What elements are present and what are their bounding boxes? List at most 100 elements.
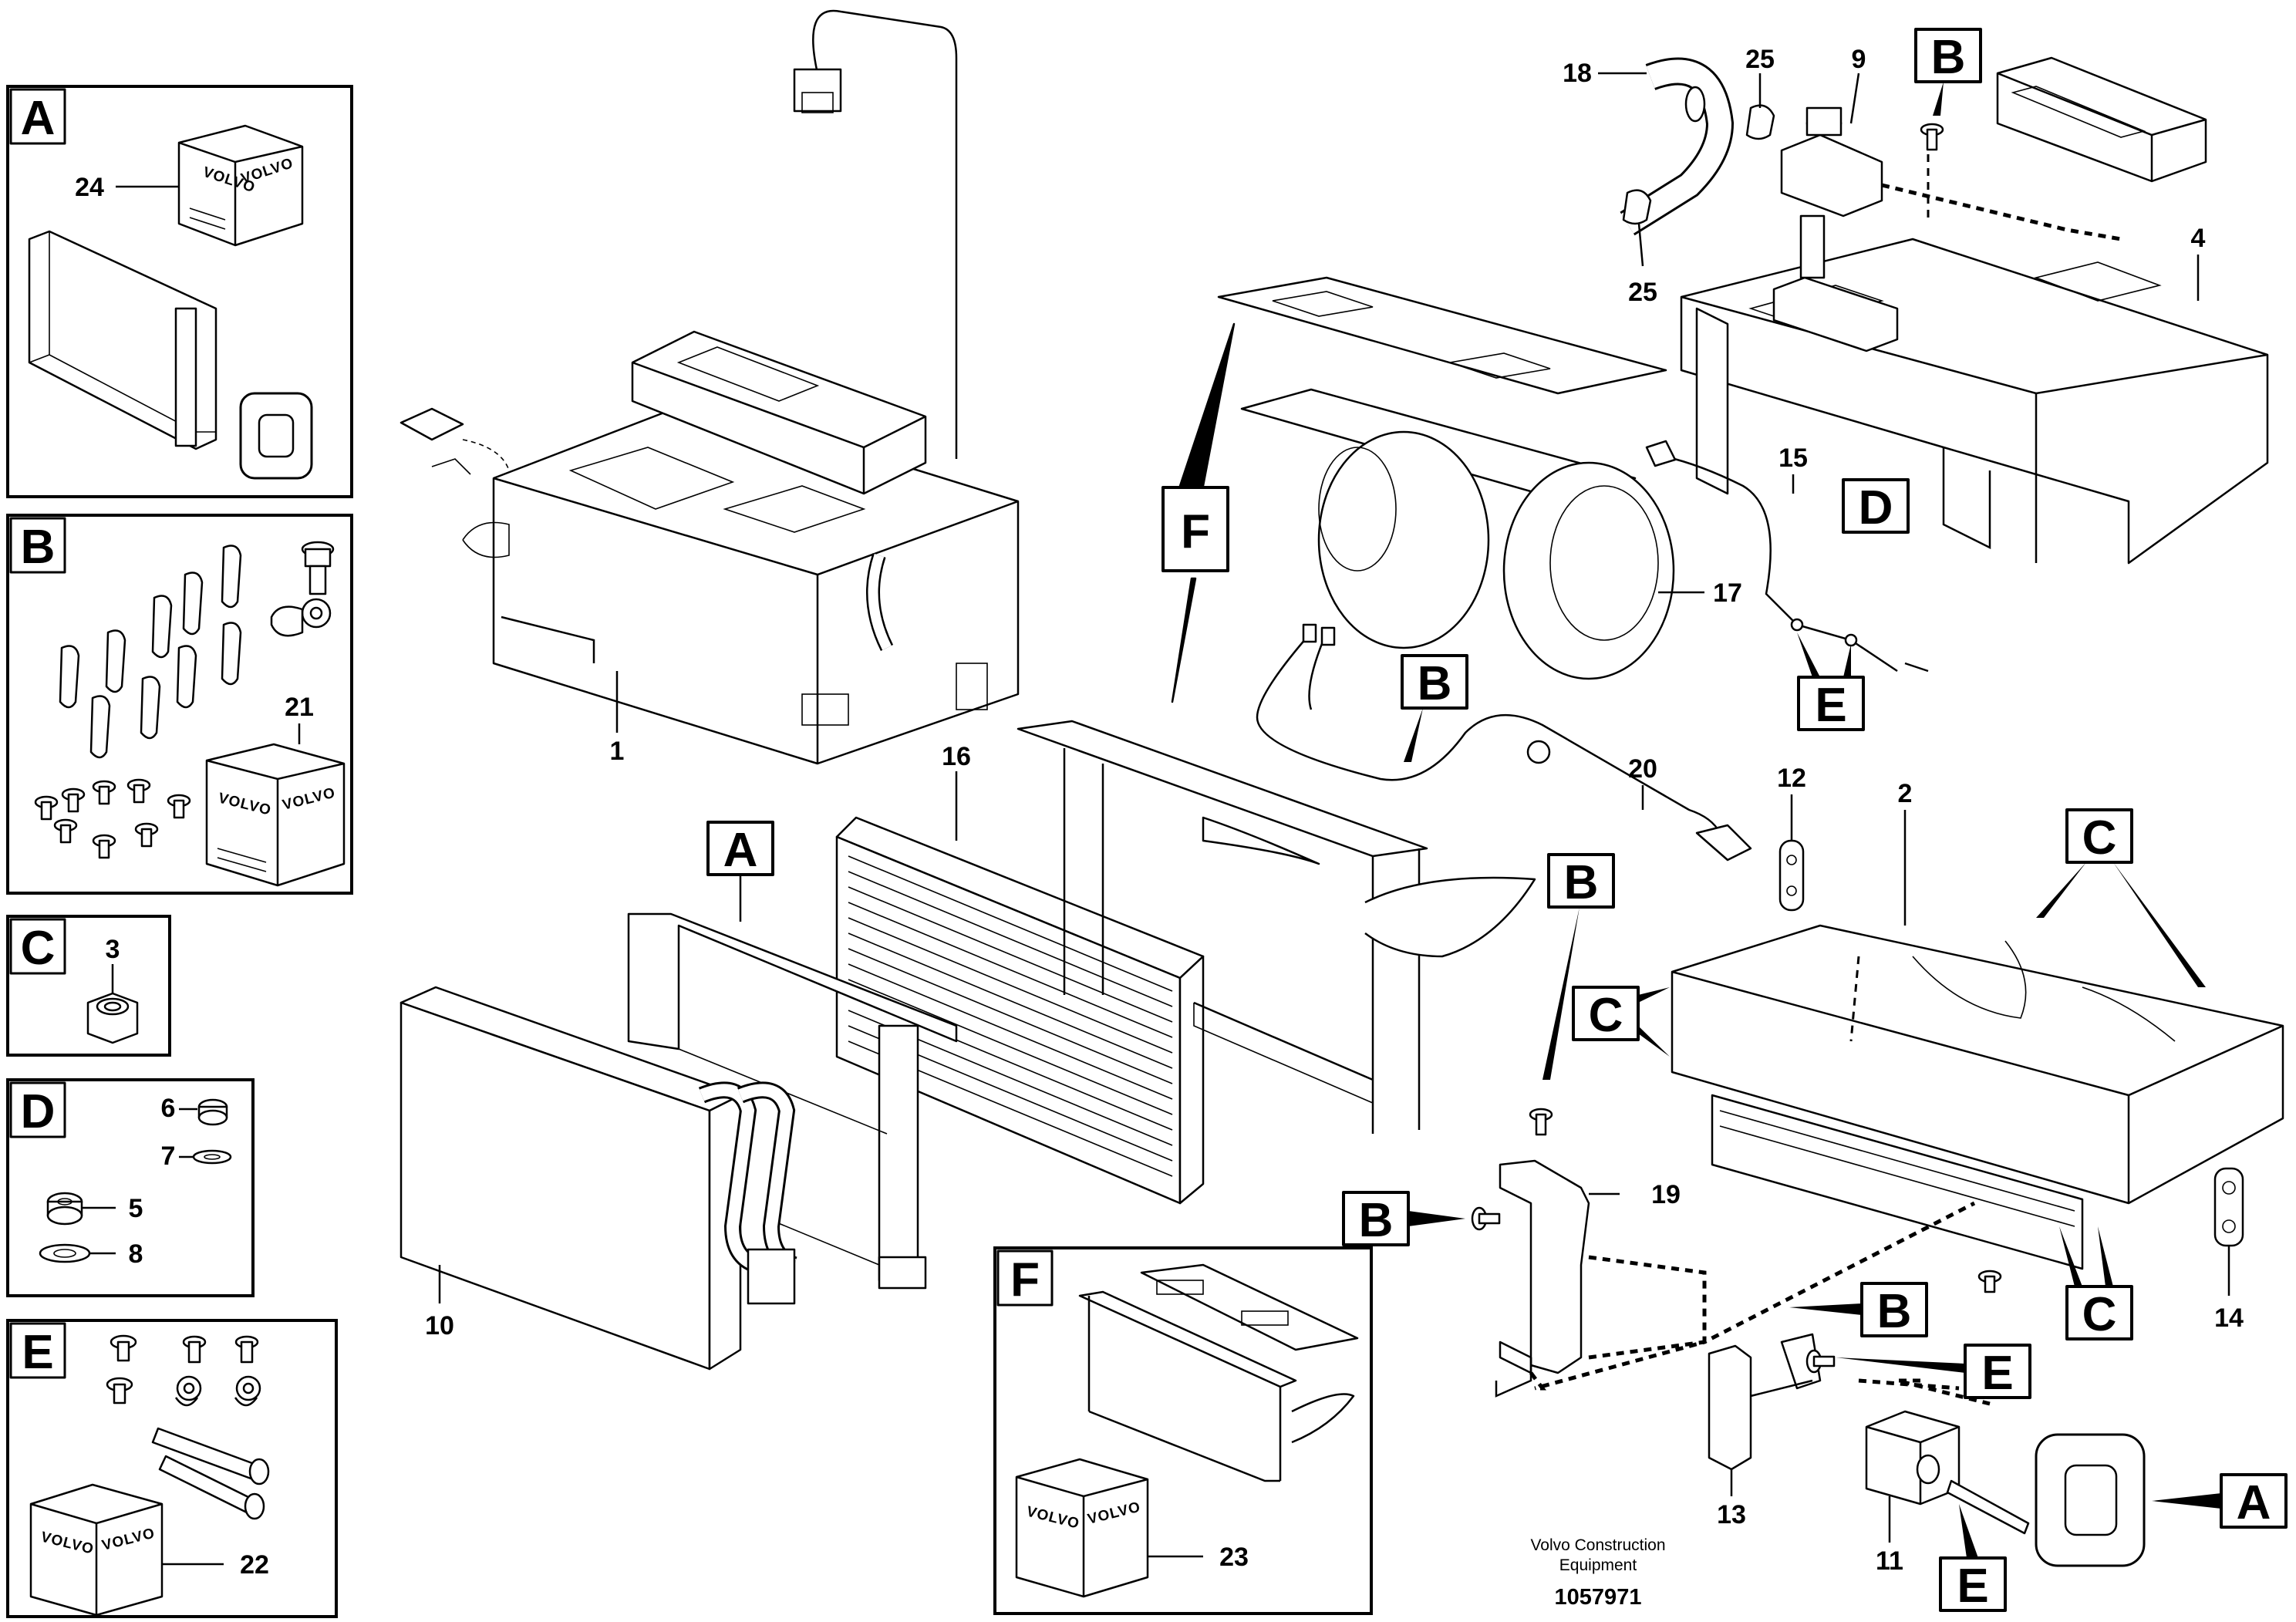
temperature-sensor-15-part: 15 xyxy=(1645,440,1929,673)
kit-f-letter: F xyxy=(1010,1253,1040,1307)
bracket-19-part: 19 xyxy=(1471,1108,1681,1398)
part-9-label: 9 xyxy=(1852,45,1866,74)
callout-e-sensor-letter: E xyxy=(1815,679,1846,732)
screw-icons xyxy=(106,1334,259,1404)
dashed-alignment-lines xyxy=(1529,154,2122,1406)
part-17-label: 17 xyxy=(1713,578,1742,608)
kit-c-item-number: 3 xyxy=(106,935,120,964)
callout-b-bracket: B xyxy=(1542,853,1615,1080)
lock-washer-icon xyxy=(39,1243,91,1263)
part-18-label: 18 xyxy=(1563,59,1592,88)
part-2-label: 2 xyxy=(1898,779,1913,808)
part-13-label: 13 xyxy=(1717,1500,1746,1529)
long-bolt-icons xyxy=(151,1427,270,1520)
screw-icon xyxy=(1977,1270,2002,1293)
callout-a-right-letter: A xyxy=(2237,1476,2271,1529)
heater-core-16-part: 16 xyxy=(835,742,1205,1205)
part-19-label: 19 xyxy=(1651,1180,1681,1209)
hex-nut-icon xyxy=(86,992,139,1044)
filter-holder-part xyxy=(1017,720,1536,1134)
kit-panel-f: F VOLVO VOLVO 23 xyxy=(993,1246,1373,1615)
callout-b-top-letter: B xyxy=(1931,31,1966,84)
p-clip-icons xyxy=(174,1375,261,1407)
filter-frame-icon xyxy=(28,230,217,450)
footer-drawing-number: 1057971 xyxy=(1555,1585,1642,1610)
callout-c-bottom-letter: C xyxy=(2082,1288,2117,1341)
callout-c-top-letter: C xyxy=(2082,811,2117,865)
kit-b-item-number: 21 xyxy=(285,693,314,722)
callout-a-letter: A xyxy=(723,824,758,877)
hex-nut-icon xyxy=(46,1192,83,1226)
callout-b-left-letter: B xyxy=(1359,1194,1394,1247)
callout-c-left: C xyxy=(1572,986,1670,1057)
callout-e-bracket-letter: E xyxy=(1981,1347,2013,1400)
kit-b-letter: B xyxy=(21,521,56,574)
kit-a-letter: A xyxy=(21,92,56,145)
part-20-label: 20 xyxy=(1628,754,1657,784)
kit-d-letter: D xyxy=(21,1085,56,1138)
seal-ring-icon xyxy=(239,392,313,480)
callout-b-cable-letter: B xyxy=(1418,657,1452,710)
callout-c-bottom: C xyxy=(2059,1226,2133,1341)
callout-b-left: B xyxy=(1342,1191,1465,1247)
kit-panel-a: A VOLVO VOLVO 24 xyxy=(6,85,353,498)
callout-e-bottom-letter: E xyxy=(1957,1560,1988,1613)
callout-f-letter: F xyxy=(1181,505,1210,558)
part-4-label: 4 xyxy=(2191,224,2206,253)
volvo-kit-box-icon: VOLVO VOLVO xyxy=(29,1483,164,1617)
callout-e-sensor: E xyxy=(1797,632,1865,732)
cable-harness-20-part: 20 xyxy=(1256,623,1752,862)
evaporator-10-part: 10 xyxy=(400,986,798,1371)
callout-a-main: A xyxy=(706,821,774,922)
volvo-kit-box-icon: VOLVO VOLVO xyxy=(1015,1458,1149,1598)
part-1-label: 1 xyxy=(610,737,625,766)
part-25-label-bottom: 25 xyxy=(1628,278,1657,307)
kit-d-item-7: 7 xyxy=(161,1141,176,1171)
control-module-part xyxy=(1996,56,2207,183)
callout-b-top: B xyxy=(1914,28,1982,151)
kit-c-letter: C xyxy=(21,922,56,975)
part-15-label: 15 xyxy=(1778,443,1808,473)
screw-icon xyxy=(1471,1206,1501,1231)
volvo-kit-box-icon: VOLVO VOLVO xyxy=(177,124,304,247)
kit-panel-e: E VOLVO VOLVO 22 xyxy=(6,1319,338,1618)
seal-ring-part xyxy=(2035,1433,2146,1567)
callout-f: F xyxy=(1161,322,1236,703)
part-10-label: 10 xyxy=(425,1311,454,1340)
screw-icon xyxy=(1529,1108,1553,1136)
kit-e-letter: E xyxy=(22,1326,53,1379)
callout-b-bottom: B xyxy=(1789,1270,2002,1338)
expansion-valve-11-part: 11 xyxy=(1865,1410,2030,1576)
callout-e-bracket: E xyxy=(1836,1344,2031,1400)
lower-housing-2-part: 2 xyxy=(1671,779,2284,1270)
part-14-label: 14 xyxy=(2214,1303,2244,1333)
small-screw-icons xyxy=(34,778,191,859)
kit-d-item-6: 6 xyxy=(161,1094,176,1123)
kit-f-item-number: 23 xyxy=(1219,1543,1249,1572)
callout-d-letter: D xyxy=(1859,481,1893,534)
hvac-unit-part: 1 xyxy=(400,9,1020,766)
cable-clip-icons xyxy=(59,545,242,759)
gasket-12-part: 12 xyxy=(1777,764,1806,912)
callout-b-bottom-letter: B xyxy=(1877,1285,1912,1338)
lock-washer-icon xyxy=(192,1149,232,1165)
bracket-13-part: 13 xyxy=(1708,1333,1836,1529)
kit-e-item-number: 22 xyxy=(240,1550,269,1580)
callout-a-right: A xyxy=(2152,1473,2288,1529)
callout-c-left-letter: C xyxy=(1589,989,1623,1042)
callout-e-bottom: E xyxy=(1939,1504,2007,1613)
cap-nut-icon xyxy=(197,1098,228,1126)
filter-frame-part xyxy=(627,912,958,1290)
footer-company-line1: Volvo Construction xyxy=(1530,1536,1665,1554)
volvo-kit-box-icon: VOLVO VOLVO xyxy=(205,743,346,887)
hose-18-part: 18 xyxy=(1563,57,1735,236)
drawing-footer: Volvo Construction Equipment 1057971 xyxy=(1530,1536,1665,1610)
water-valve-9-part: 9 xyxy=(1772,45,1899,352)
part-25-label-top: 25 xyxy=(1745,45,1775,74)
callout-b-cable: B xyxy=(1401,654,1468,762)
p-clip-icon xyxy=(270,598,332,637)
screw-icon xyxy=(1920,123,1944,151)
footer-company-line2: Equipment xyxy=(1559,1556,1637,1574)
gasket-14-part: 14 xyxy=(2213,1167,2244,1333)
